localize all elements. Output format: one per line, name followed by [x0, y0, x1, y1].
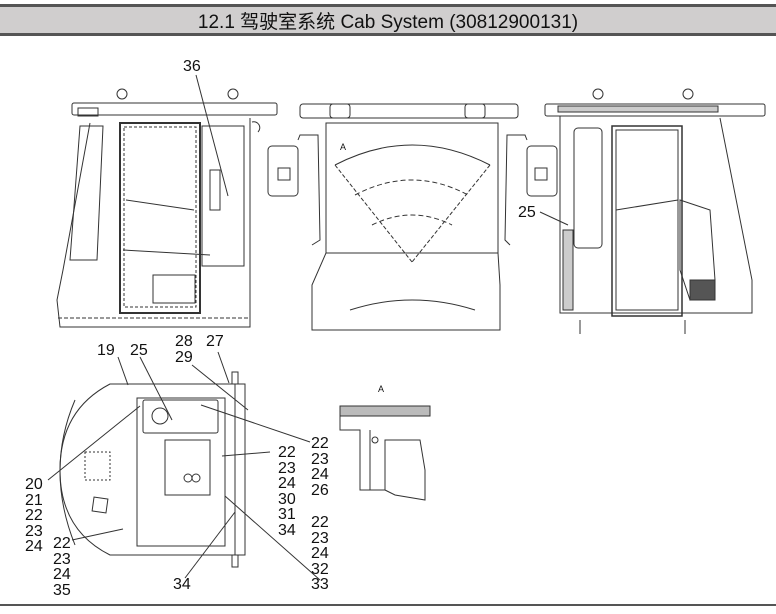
- callout-28-29: 28 29: [175, 334, 193, 365]
- callout-23: 23: [311, 450, 329, 468]
- callout-22: 22: [25, 507, 43, 524]
- detail-a-view: [339, 405, 431, 501]
- page-title: 12.1 驾驶室系统 Cab System (30812900131): [197, 11, 579, 33]
- callout-23: 23: [311, 529, 329, 547]
- callout-19: 19: [97, 342, 115, 359]
- front-view: [267, 103, 558, 331]
- section-mark-a: A: [340, 142, 347, 152]
- callout-23: 23: [53, 550, 71, 568]
- callout-22: 22: [53, 535, 71, 552]
- leader-lines: [47, 74, 569, 581]
- callout-34-bottom: 34: [173, 576, 191, 593]
- callout-20-21-22-23-24: 20 21 22 23 24: [25, 477, 43, 555]
- callout-32: 32: [311, 560, 329, 578]
- floor-plan-view: [59, 371, 246, 568]
- callout-20: 20: [25, 476, 43, 493]
- callout-31: 31: [278, 506, 296, 523]
- callout-22: 22: [278, 444, 296, 461]
- callout-27: 27: [206, 333, 224, 350]
- callout-23: 23: [278, 459, 296, 477]
- callout-24: 24: [278, 475, 296, 492]
- callout-33: 33: [311, 576, 329, 593]
- callout-28: 28: [175, 333, 193, 350]
- callout-22: 22: [311, 514, 329, 531]
- callout-36: 36: [183, 58, 201, 75]
- callout-24: 24: [25, 538, 43, 555]
- callout-24: 24: [311, 545, 329, 562]
- callout-25-floor: 25: [130, 342, 148, 359]
- callout-26: 26: [311, 481, 329, 499]
- callout-24: 24: [311, 466, 329, 483]
- callout-22: 22: [311, 435, 329, 452]
- callout-22-23-24-35: 22 23 24 35: [53, 536, 71, 598]
- callout-21: 21: [25, 491, 43, 509]
- callout-35: 35: [53, 581, 71, 599]
- callout-22-23-24-26: 22 23 24 26: [311, 436, 329, 498]
- left-side-view: [56, 88, 278, 328]
- callout-23: 23: [25, 522, 43, 540]
- callout-22-23-24-32-33: 22 23 24 32 33: [311, 515, 329, 593]
- callout-25-right-view: 25: [518, 204, 536, 221]
- footer-divider: [0, 604, 776, 606]
- callout-30: 30: [278, 490, 296, 508]
- right-side-view: [544, 88, 766, 334]
- callout-34: 34: [278, 521, 296, 539]
- callout-29: 29: [175, 348, 193, 366]
- callout-22-23-24-30-31-34: 22 23 24 30 31 34: [278, 445, 296, 538]
- page-header: 12.1 驾驶室系统 Cab System (30812900131): [0, 4, 776, 36]
- callout-24: 24: [53, 566, 71, 583]
- detail-a-label: A: [378, 384, 385, 394]
